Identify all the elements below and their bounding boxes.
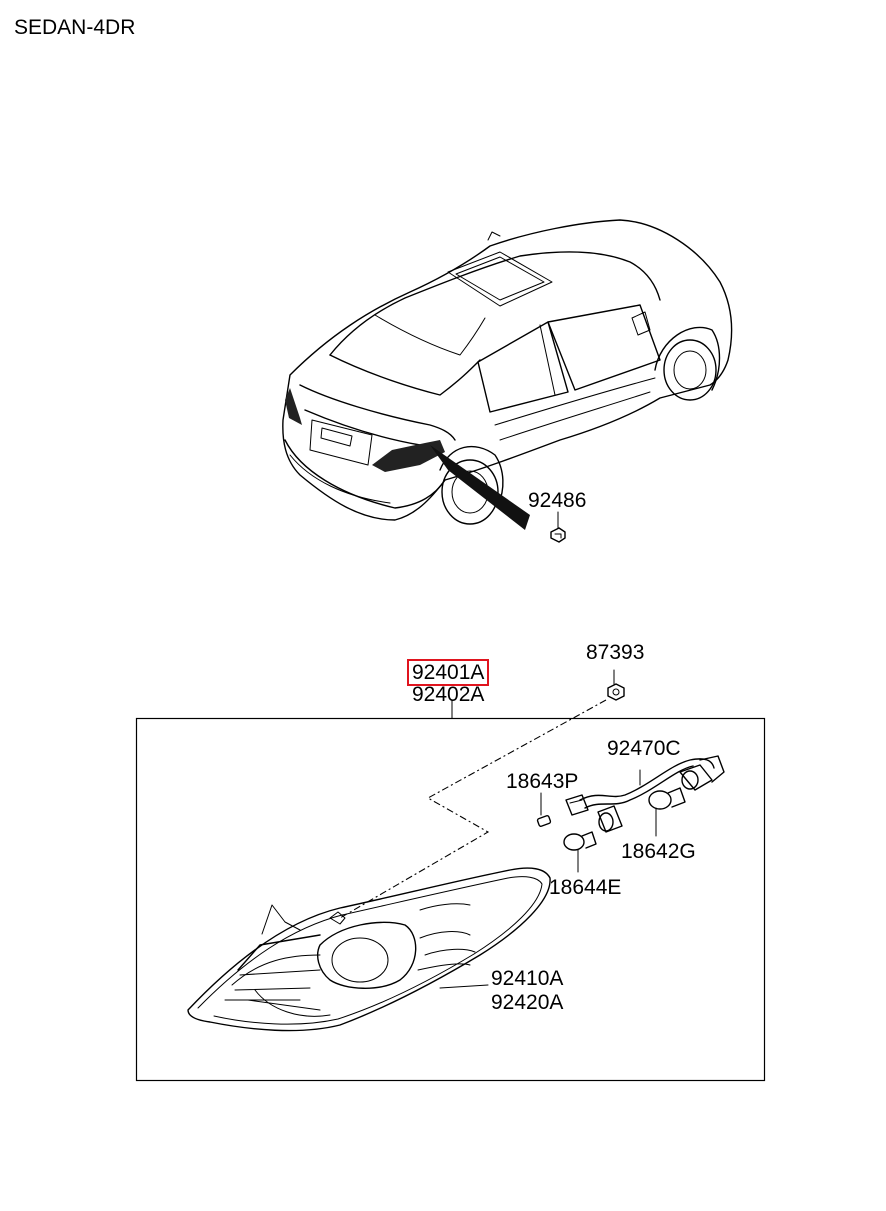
part-label-92486[interactable]: 92486 bbox=[528, 489, 587, 512]
part-label-18644E[interactable]: 18644E bbox=[549, 876, 622, 899]
bulb-18642G bbox=[648, 787, 686, 837]
bulb-18644E bbox=[563, 831, 597, 873]
car-illustration bbox=[282, 219, 733, 543]
tail-lamp-housing bbox=[187, 867, 551, 1032]
part-label-18642G[interactable]: 18642G bbox=[621, 840, 696, 863]
bulb-18643P bbox=[536, 792, 552, 827]
part-label-92410A[interactable]: 92410A bbox=[491, 967, 564, 990]
part-label-92470C[interactable]: 92470C bbox=[607, 737, 681, 760]
model-label: SEDAN-4DR bbox=[14, 16, 136, 39]
part-label-87393[interactable]: 87393 bbox=[586, 641, 645, 664]
wiring-harness bbox=[565, 755, 725, 833]
assembly-frame bbox=[135, 717, 766, 1082]
part-label-18643P[interactable]: 18643P bbox=[506, 770, 579, 793]
part-label-92420A[interactable]: 92420A bbox=[491, 991, 564, 1014]
part-label-92402A[interactable]: 92402A bbox=[412, 683, 485, 706]
nut-87393 bbox=[607, 669, 625, 701]
part-label-92401A-highlighted[interactable]: 92401A bbox=[407, 659, 490, 686]
